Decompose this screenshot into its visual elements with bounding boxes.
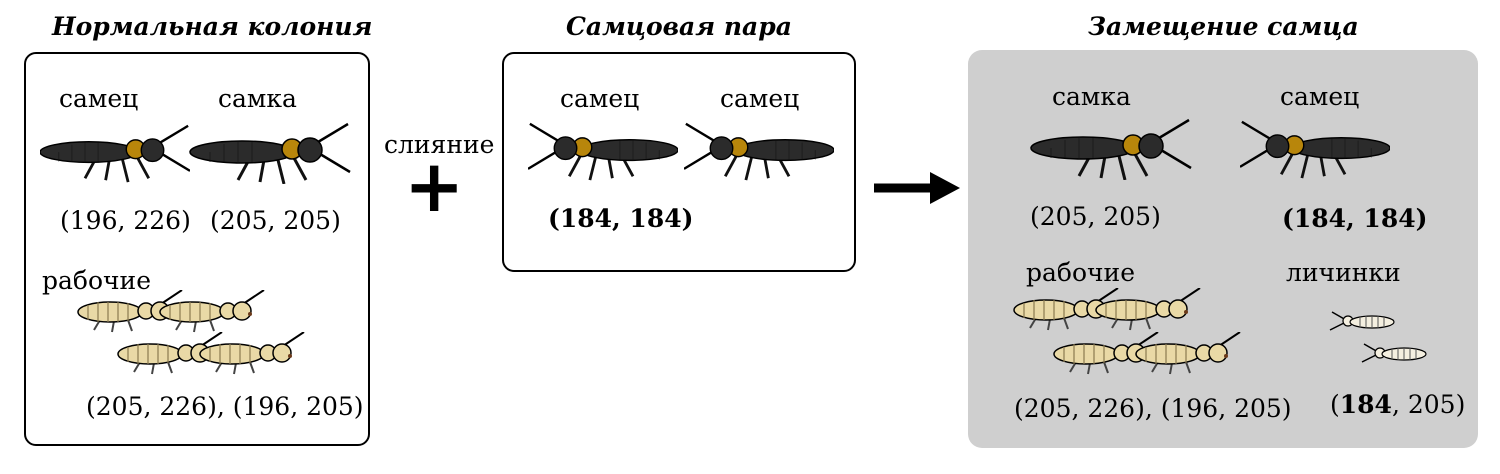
larva-termite-icon — [1329, 311, 1395, 331]
replacement-male-label: самец — [1280, 82, 1360, 111]
larvae-genotype-bold: 184 — [1339, 390, 1392, 419]
plus-icon: + — [404, 144, 465, 228]
normal-colony-workers-genotype: (205, 226), (196, 205) — [86, 392, 364, 421]
larva-termite-icon — [1361, 343, 1427, 363]
male-replacement-panel: самка самец (205, 205) (184, 184) рабочи… — [968, 50, 1478, 448]
normal-colony-male-label: самец — [59, 84, 139, 113]
male-pair-male2-label: самец — [720, 84, 800, 113]
replacement-female-genotype: (205, 205) — [1030, 202, 1161, 231]
female-termite-icon — [188, 122, 352, 184]
normal-colony-female-genotype: (205, 205) — [210, 206, 341, 235]
worker-termite-icon — [1135, 332, 1241, 375]
worker-termite-icon — [159, 290, 265, 333]
larvae-genotype-open: ( — [1330, 390, 1340, 419]
fusion-label: слияние — [384, 130, 495, 159]
replacement-female-label: самка — [1052, 82, 1131, 111]
larvae-genotype-rest: , 205) — [1391, 390, 1466, 419]
replacement-larvae-label: личинки — [1286, 258, 1401, 287]
replacement-larvae-genotype: (184, 205) — [1330, 390, 1465, 419]
male-termite-icon — [684, 122, 834, 182]
normal-colony-panel: самец самка (196, 226) (205, 205) рабочи… — [24, 52, 370, 446]
normal-colony-female-label: самка — [218, 84, 297, 113]
worker-termite-icon — [1095, 288, 1201, 331]
male-pair-panel: самец самец (184, 184) — [502, 52, 856, 272]
replacement-male-genotype: (184, 184) — [1282, 204, 1428, 233]
arrow-icon — [874, 172, 960, 204]
male-pair-genotype: (184, 184) — [548, 204, 694, 233]
male-termite-icon — [528, 122, 678, 182]
male-pair-male1-label: самец — [560, 84, 640, 113]
panel3-title: Замещение самца — [1088, 12, 1359, 41]
panel2-title: Самцовая пара — [566, 12, 792, 41]
normal-colony-workers-label: рабочие — [42, 266, 151, 295]
male-termite-icon — [40, 124, 190, 184]
male-termite-icon — [1240, 120, 1390, 180]
replacement-workers-genotype: (205, 226), (196, 205) — [1014, 394, 1292, 423]
replacement-workers-label: рабочие — [1026, 258, 1135, 287]
panel1-title: Нормальная колония — [52, 12, 373, 41]
female-termite-icon — [1029, 118, 1193, 180]
normal-colony-male-genotype: (196, 226) — [60, 206, 191, 235]
worker-termite-icon — [199, 332, 305, 375]
